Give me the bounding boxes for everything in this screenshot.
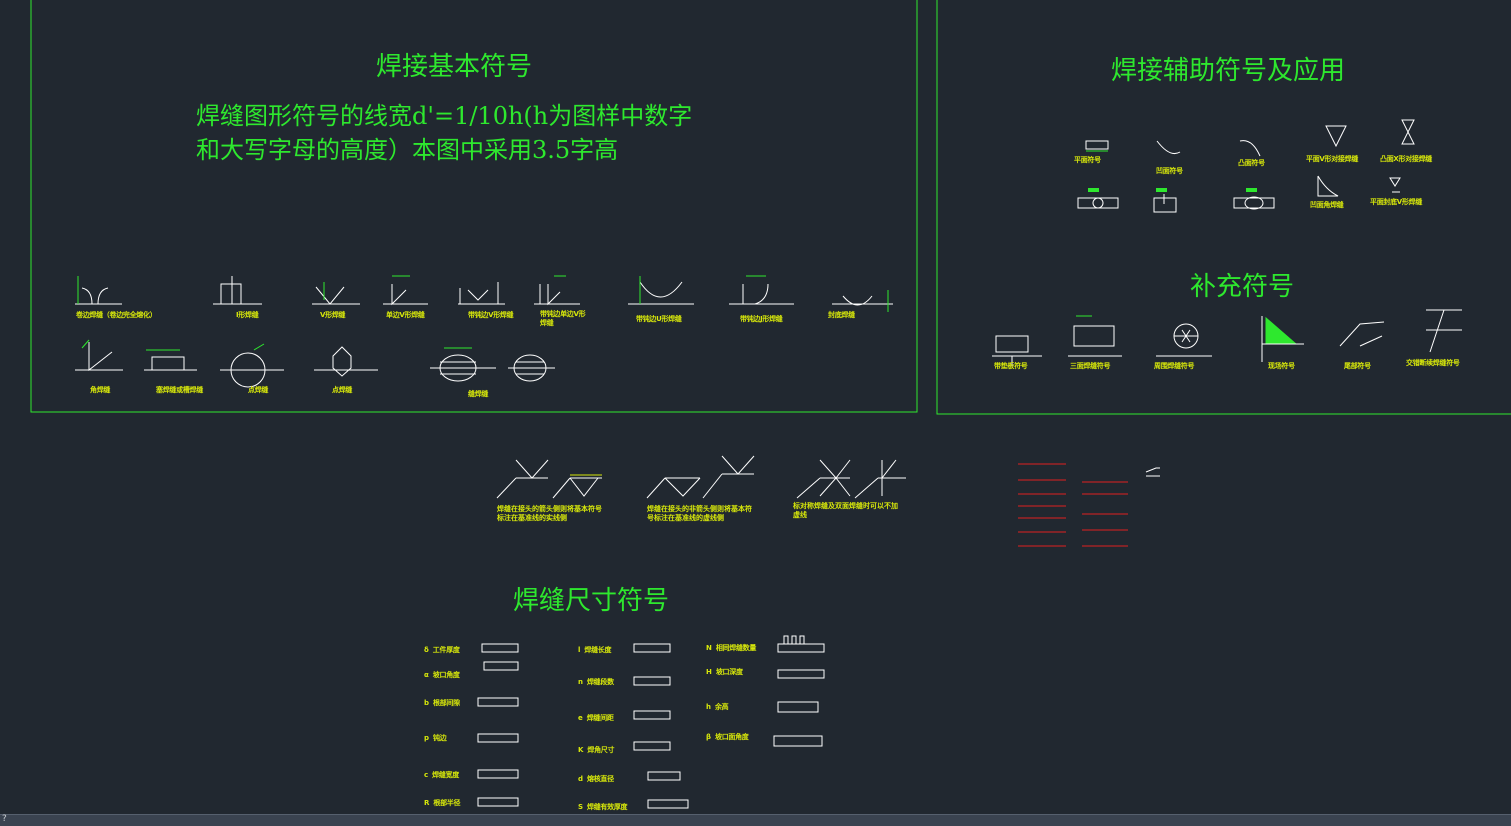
basic-symbols-frame [30,0,918,413]
auxiliary-symbols-title: 焊接辅助符号及应用 [1111,56,1346,86]
label-convex-surface: 凸面符号 [1238,159,1265,167]
dim-groove-depth: H 坡口深度 [706,668,743,676]
label-field-weld: 现场符号 [1268,362,1295,370]
dimension-symbols-title: 焊缝尺寸符号 [513,586,670,616]
label-single-v-weld: 单边V形焊缝 [386,311,425,319]
status-bar: ? [0,814,1511,826]
dim-segments: n 焊缝段数 [578,678,614,686]
basic-symbols-title: 焊接基本符号 [376,52,533,82]
label-three-side: 三面焊缝符号 [1070,362,1111,370]
label-concave-fillet: 凹面角焊缝 [1310,201,1344,209]
label-single-y-weld: 带钝边单边V形焊缝 [540,310,586,327]
auxiliary-symbols-group [1077,119,1415,213]
dim-root-face: p 钝边 [424,734,447,742]
label-i-weld: I形焊缝 [236,311,259,319]
note-symmetric-line1: 标对称焊缝及双面焊缝时可以不加 [793,502,898,510]
note-arrow-side-line1: 焊缝在接头的箭头侧则将基本符号 [497,505,602,513]
label-u-weld: 带钝边U形焊缝 [636,315,682,323]
note-other-side-line1: 焊缝在接头的非箭头侧则将基本符 [647,505,752,513]
note-symmetric: 标对称焊缝及双面焊缝时可以不加 虚线 [793,502,898,520]
dim-leg-size: K 焊角尺寸 [578,746,615,754]
dim-groove-angle: α 坡口角度 [424,671,460,679]
line-width-note-1: 焊缝图形符号的线宽d'=1/10h(h为图样中数字 [196,102,693,130]
note-other-side: 焊缝在接头的非箭头侧则将基本符 号标注在基准线的虚线侧 [647,505,752,523]
dim-groove-face-angle: β 坡口面角度 [706,733,749,741]
dimension-figures-group [477,635,825,809]
label-flat-surface: 平面符号 [1074,156,1101,164]
dimension-symbol-list [1018,463,1160,547]
dim-thickness: δ 工件厚度 [424,646,460,654]
label-all-around: 周围焊缝符号 [1154,362,1195,370]
line-width-note-2: 和大写字母的高度）本图中采用3.5字高 [196,136,619,164]
label-j-weld: 带钝边J形焊缝 [740,315,783,323]
note-arrow-side-line2: 标注在基准线的实线侧 [497,514,567,522]
label-concave-surface: 凹面符号 [1156,167,1183,175]
label-backing-weld: 封底焊缝 [828,311,855,319]
label-flat-backing-v: 平面封底V形焊缝 [1370,198,1423,206]
supplementary-symbols-title: 补充符号 [1190,272,1295,302]
dim-spacing: e 焊缝间距 [578,714,614,722]
dim-effective-thickness: S 焊缝有效厚度 [578,803,628,811]
label-seam-weld: 缝焊缝 [468,390,489,398]
basic-symbols-group [75,275,893,388]
dim-weld-width: c 焊缝宽度 [424,771,459,779]
label-tail: 尾部符号 [1344,362,1371,370]
label-y-weld: 带钝边V形焊缝 [468,311,514,319]
label-flanged-weld: 卷边焊缝（卷边完全熔化） [76,311,157,319]
label-staggered: 交错断续焊缝符号 [1406,359,1460,367]
auxiliary-symbols-frame [936,0,1511,415]
status-text: ? [2,814,7,824]
supplementary-symbols-group [992,309,1462,366]
dim-root-radius: R 根部半径 [424,799,461,807]
label-fillet-weld: 角焊缝 [90,386,111,394]
label-spot-weld-1: 点焊缝 [248,386,269,394]
dim-root-gap: b 根部间隙 [424,699,460,707]
label-spot-weld-2: 点焊缝 [332,386,353,394]
label-convex-x-butt: 凸面X形对接焊缝 [1380,155,1432,163]
note-arrow-side: 焊缝在接头的箭头侧则将基本符号 标注在基准线的实线侧 [497,505,602,523]
dim-nugget-diameter: d 熔核直径 [578,775,614,783]
label-flat-v-butt: 平面V形对接焊缝 [1306,155,1359,163]
note-symmetric-line2: 虚线 [793,511,807,519]
label-plug-weld: 塞焊缝或槽焊缝 [156,386,203,394]
dim-weld-length: l 焊缝长度 [578,646,612,654]
arrow-positions-group [496,455,906,499]
label-backing-strip: 带垫板符号 [994,362,1028,370]
dim-reinforcement: h 余高 [706,703,729,711]
note-other-side-line2: 号标注在基准线的虚线侧 [647,514,724,522]
dim-same-count: N 相同焊缝数量 [706,644,757,652]
label-v-weld: V形焊缝 [320,311,346,319]
